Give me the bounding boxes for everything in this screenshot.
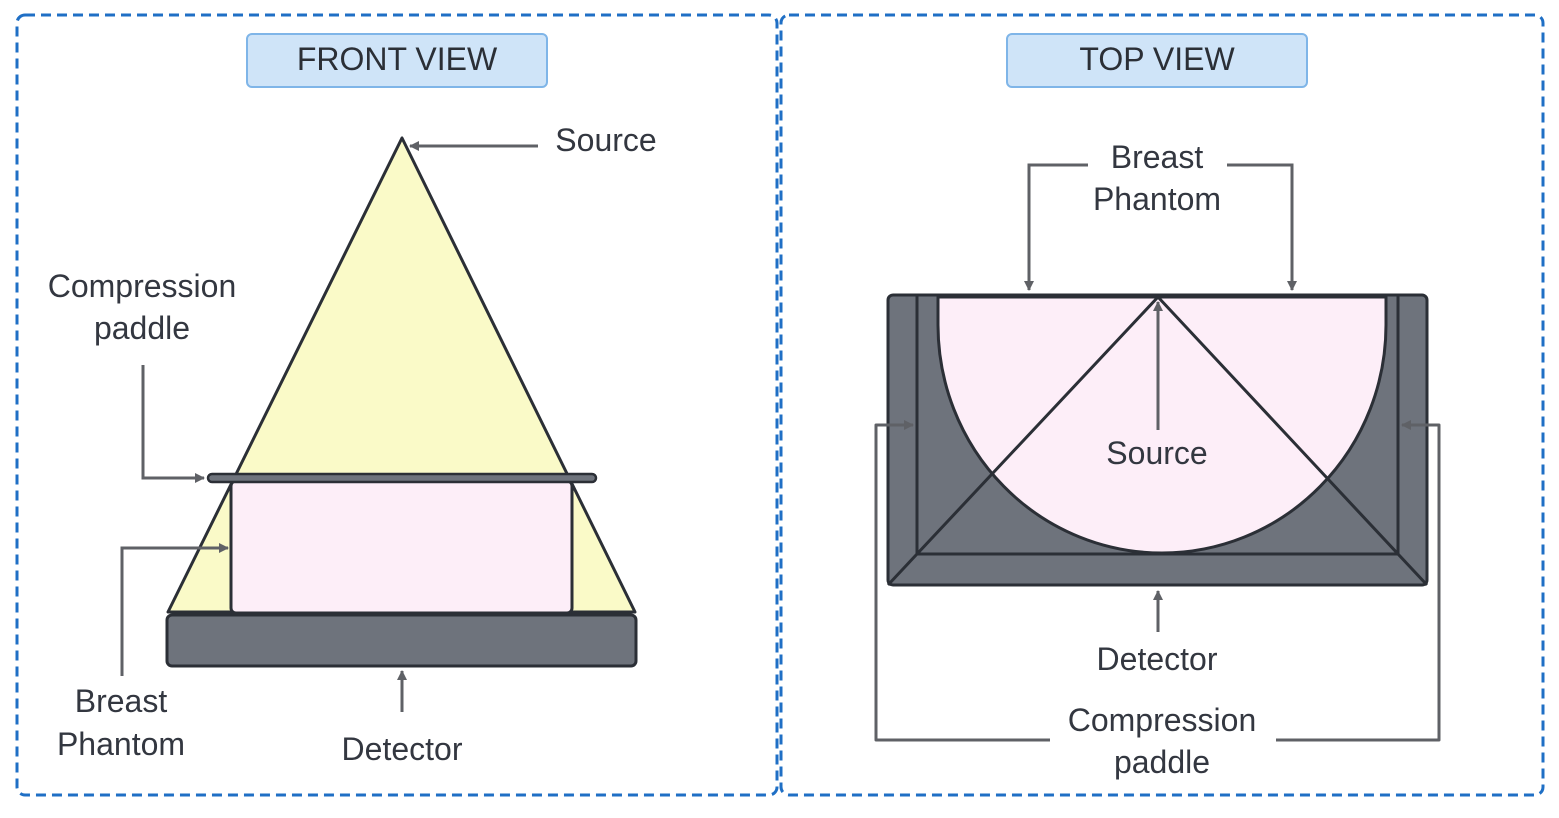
front-breast-phantom	[229, 479, 574, 615]
front-phantom-label-line2: Phantom	[57, 726, 185, 762]
top-phantom-arrow-right	[1227, 163, 1297, 291]
front-detector-label: Detector	[342, 731, 463, 767]
front-paddle-label-line1: Compression	[48, 268, 237, 304]
front-panel-border	[15, 13, 779, 797]
top-title-box	[1006, 33, 1308, 88]
top-phantom-label-line2: Phantom	[1093, 181, 1221, 217]
top-source-label: Source	[1106, 435, 1207, 471]
top-corner-line-left	[886, 552, 919, 587]
top-phantom-arrow-left	[1024, 163, 1088, 291]
front-source-label: Source	[555, 122, 656, 158]
top-beam-lines	[915, 295, 1400, 556]
top-view-panel: TOP VIEW Breast Phantom Source Detector …	[779, 13, 1545, 797]
top-paddle-arrow-right	[1276, 420, 1441, 742]
top-paddle-label-line2: paddle	[1114, 744, 1210, 780]
top-title: TOP VIEW	[1079, 41, 1235, 77]
top-phantom-label-line1: Breast	[1111, 139, 1204, 175]
top-detector-label: Detector	[1097, 641, 1218, 677]
top-paddle-arrow-left	[874, 420, 1050, 742]
front-title-box	[246, 33, 548, 88]
top-corner-line-right	[1396, 552, 1429, 587]
front-phantom-arrow	[120, 543, 229, 676]
front-title: FRONT VIEW	[297, 41, 498, 77]
front-phantom-label-line1: Breast	[75, 683, 168, 719]
front-paddle-arrow	[141, 365, 205, 483]
front-detector	[165, 613, 638, 668]
top-panel-border	[779, 13, 1545, 797]
front-view-panel: FRONT VIEW Source Compression paddle Bre…	[15, 13, 779, 797]
front-compression-paddle	[206, 472, 598, 484]
top-paddle-label-line1: Compression	[1068, 702, 1257, 738]
front-paddle-label-line2: paddle	[94, 310, 190, 346]
top-breast-phantom	[936, 295, 1388, 555]
